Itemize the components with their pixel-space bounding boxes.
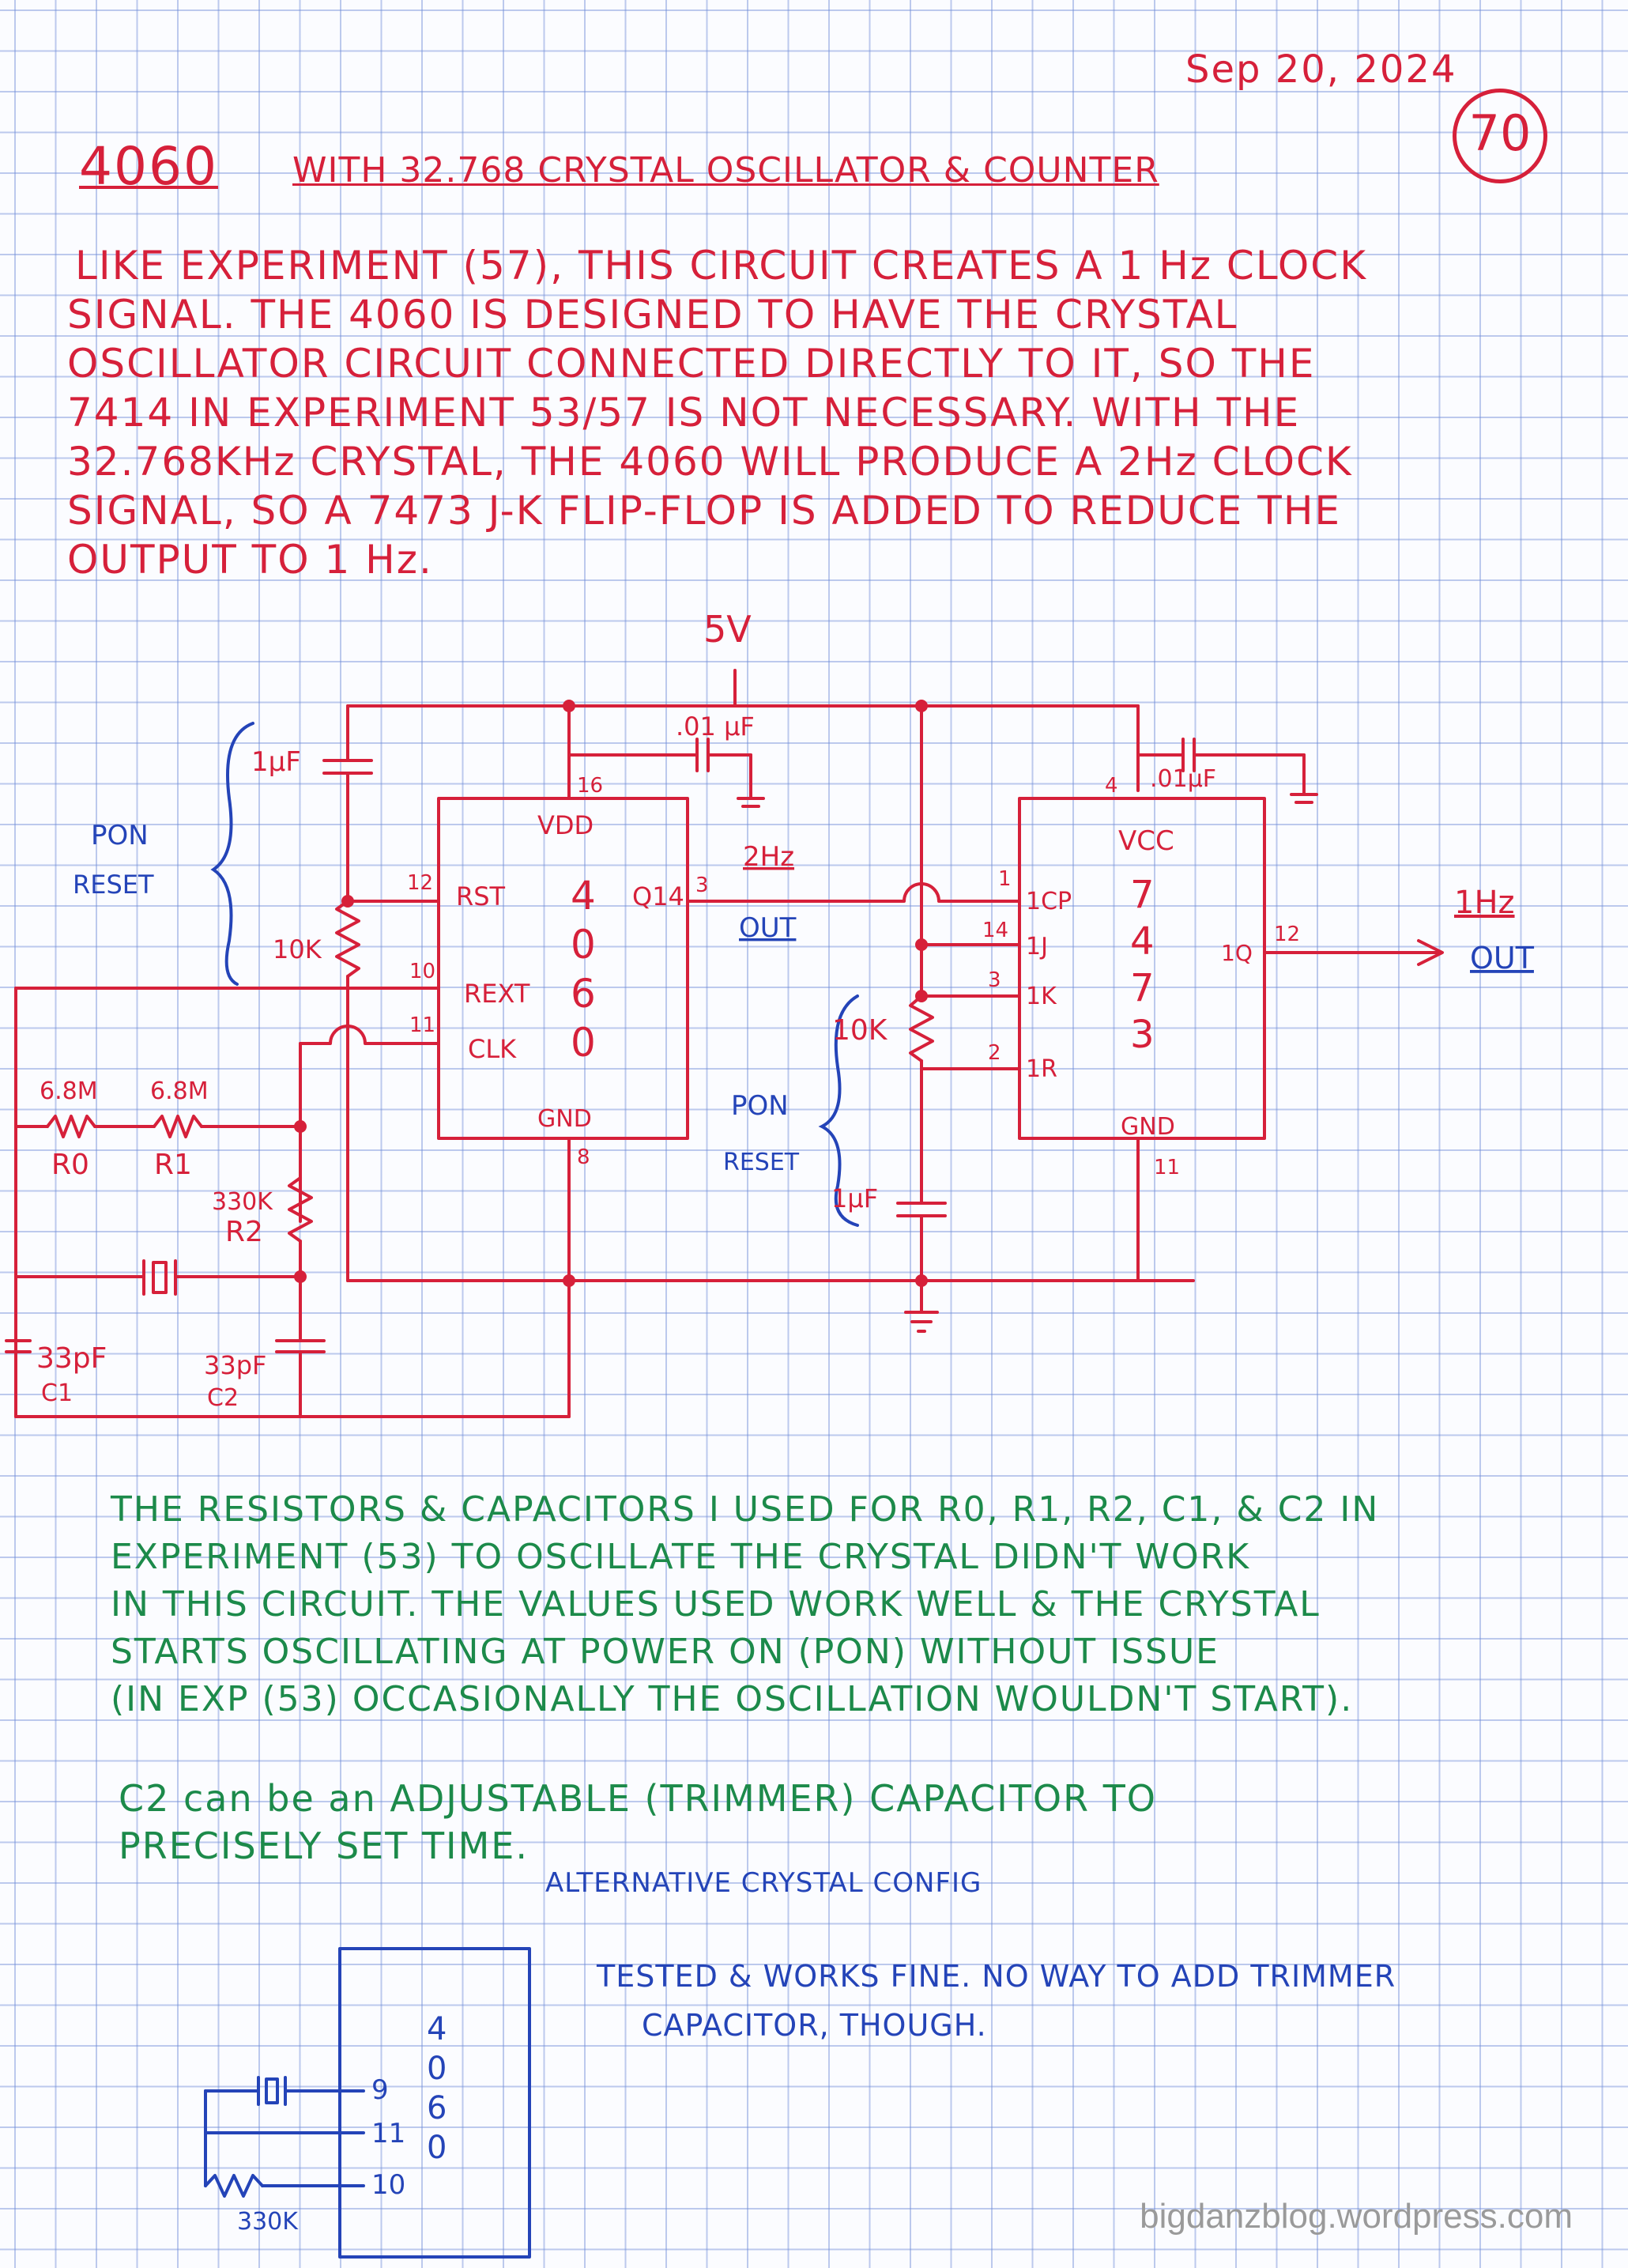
intro-line-6: SIGNAL, SO A 7473 J-K FLIP-FLOP IS ADDED… bbox=[67, 488, 1342, 534]
note-line-4: STARTS OSCILLATING AT POWER ON (PON) WIT… bbox=[111, 1632, 1219, 1672]
pon-right-2: RESET bbox=[723, 1149, 800, 1176]
cap-01uf-a-label: .01 µF bbox=[676, 711, 755, 742]
ic2-cp: 1CP bbox=[1026, 888, 1072, 915]
ic1-rext-pin: 10 bbox=[409, 960, 435, 983]
r0-name: R0 bbox=[51, 1149, 89, 1181]
ic1-q14-pin: 3 bbox=[695, 874, 709, 897]
ic1-gnd: GND bbox=[537, 1105, 592, 1133]
ic2-name-2: 4 bbox=[1130, 919, 1155, 964]
title-text: WITH 32.768 CRYSTAL OSCILLATOR & COUNTER bbox=[292, 150, 1159, 191]
intro-line-2: SIGNAL. THE 4060 IS DESIGNED TO HAVE THE… bbox=[67, 292, 1238, 338]
trimmer-note-2: PRECISELY SET TIME. bbox=[119, 1825, 529, 1867]
ic2-vcc-pin: 4 bbox=[1105, 774, 1118, 798]
page-number: 70 bbox=[1468, 104, 1532, 162]
intro-line-1: LIKE EXPERIMENT (57), THIS CIRCUIT CREAT… bbox=[75, 243, 1367, 289]
note-line-2: EXPERIMENT (53) TO OSCILLATE THE CRYSTAL… bbox=[111, 1537, 1251, 1577]
trimmer-note-1: C2 can be an ADJUSTABLE (TRIMMER) CAPACI… bbox=[119, 1777, 1158, 1820]
ic1-clk-pin: 11 bbox=[409, 1013, 435, 1037]
r1-name: R1 bbox=[154, 1149, 192, 1181]
ic1-name-3: 6 bbox=[571, 971, 596, 1017]
schematic-diagram: 5V 1µF .01 µF .01µF 10K 10K 1µF 6.8M R0 … bbox=[5, 608, 1535, 1418]
ic1-vdd: VDD bbox=[537, 810, 594, 840]
r0-value: 6.8M bbox=[40, 1077, 98, 1105]
ic2-name-1: 7 bbox=[1130, 873, 1155, 917]
ic1-rext: REXT bbox=[464, 979, 530, 1009]
alt-config-title: ALTERNATIVE CRYSTAL CONFIG bbox=[545, 1867, 982, 1899]
ic2-name-3: 7 bbox=[1130, 966, 1155, 1010]
date: Sep 20, 2024 bbox=[1185, 47, 1457, 92]
ic2-cp-pin: 1 bbox=[998, 867, 1012, 891]
alt-pin-11: 11 bbox=[371, 2118, 405, 2149]
pon-right-1: PON bbox=[731, 1090, 789, 1122]
out-2hz-out-label: OUT bbox=[739, 912, 797, 944]
cap-1uf-bottom-label: 1µF bbox=[831, 1183, 878, 1213]
alt-note-2: CAPACITOR, THOUGH. bbox=[642, 2008, 987, 2043]
ic1-rst-pin: 12 bbox=[407, 871, 433, 895]
alt-chip-1: 4 bbox=[427, 2011, 447, 2047]
alt-chip-2: 0 bbox=[427, 2051, 447, 2087]
ic1-name-4: 0 bbox=[571, 1020, 596, 1066]
ic2-j-pin: 14 bbox=[982, 919, 1008, 942]
c1-name: C1 bbox=[41, 1379, 73, 1407]
pon-left-2: RESET bbox=[73, 870, 154, 900]
cap-01uf-b-label: .01µF bbox=[1150, 765, 1216, 793]
ic1-vdd-pin: 16 bbox=[577, 774, 603, 798]
page-number-circle bbox=[1453, 89, 1547, 183]
cap-1uf-top-label: 1µF bbox=[251, 746, 301, 778]
ic2-r: 1R bbox=[1026, 1055, 1057, 1083]
resistor-10k-a-label: 10K bbox=[273, 934, 322, 964]
ic1-name-1: 4 bbox=[571, 873, 596, 919]
intro-line-3: OSCILLATOR CIRCUIT CONNECTED DIRECTLY TO… bbox=[67, 341, 1316, 387]
alt-note-1: TESTED & WORKS FINE. NO WAY TO ADD TRIMM… bbox=[597, 1959, 1396, 1994]
supply-label: 5V bbox=[703, 608, 752, 651]
alt-pin-10: 10 bbox=[371, 2169, 405, 2201]
alt-chip-3: 6 bbox=[427, 2090, 447, 2126]
intro-line-5: 32.768KHz CRYSTAL, THE 4060 WILL PRODUCE… bbox=[67, 439, 1353, 485]
ic2-gnd: GND bbox=[1121, 1113, 1175, 1141]
ic2-vcc: VCC bbox=[1118, 825, 1174, 857]
intro-line-4: 7414 IN EXPERIMENT 53/57 IS NOT NECESSAR… bbox=[67, 390, 1301, 436]
ic2-name-4: 3 bbox=[1130, 1013, 1155, 1057]
c2-name: C2 bbox=[207, 1384, 239, 1412]
out-1hz-out-label: OUT bbox=[1470, 941, 1535, 976]
pon-left-1: PON bbox=[91, 820, 149, 851]
ic2-k: 1K bbox=[1026, 983, 1057, 1010]
c2-value: 33pF bbox=[204, 1350, 266, 1380]
ic1-name-2: 0 bbox=[571, 922, 596, 968]
ic2-k-pin: 3 bbox=[988, 968, 1001, 992]
alt-pin-9: 9 bbox=[371, 2074, 389, 2106]
resistor-10k-b-label: 10K bbox=[832, 1014, 888, 1047]
ic1-rst: RST bbox=[456, 881, 506, 911]
alt-resistor-label: 330K bbox=[237, 2208, 299, 2236]
note-line-3: IN THIS CIRCUIT. THE VALUES USED WORK WE… bbox=[111, 1584, 1321, 1625]
alt-chip-4: 0 bbox=[427, 2130, 447, 2166]
ic2-q: 1Q bbox=[1221, 940, 1253, 966]
ic2-gnd-pin: 11 bbox=[1154, 1156, 1180, 1179]
c1-value: 33pF bbox=[36, 1342, 107, 1375]
note-line-1: THE RESISTORS & CAPACITORS I USED FOR R0… bbox=[111, 1489, 1380, 1530]
r2-name: R2 bbox=[225, 1216, 263, 1248]
ic2-r-pin: 2 bbox=[988, 1041, 1001, 1065]
r1-value: 6.8M bbox=[150, 1077, 209, 1105]
title-part-number: 4060 bbox=[79, 136, 218, 197]
ic1-q14: Q14 bbox=[632, 881, 684, 911]
out-2hz-label: 2Hz bbox=[743, 841, 794, 873]
r2-value: 330K bbox=[212, 1188, 273, 1216]
watermark: bigdanzblog.wordpress.com bbox=[1140, 2197, 1573, 2236]
ic1-clk: CLK bbox=[468, 1034, 517, 1064]
ic2-q-pin: 12 bbox=[1274, 923, 1300, 946]
out-1hz-label: 1Hz bbox=[1454, 885, 1515, 921]
ic1-gnd-pin: 8 bbox=[577, 1145, 590, 1169]
intro-line-7: OUTPUT TO 1 Hz. bbox=[67, 537, 433, 583]
note-line-5: (IN EXP (53) OCCASIONALLY THE OSCILLATIO… bbox=[111, 1679, 1354, 1719]
ic2-j: 1J bbox=[1026, 933, 1048, 960]
